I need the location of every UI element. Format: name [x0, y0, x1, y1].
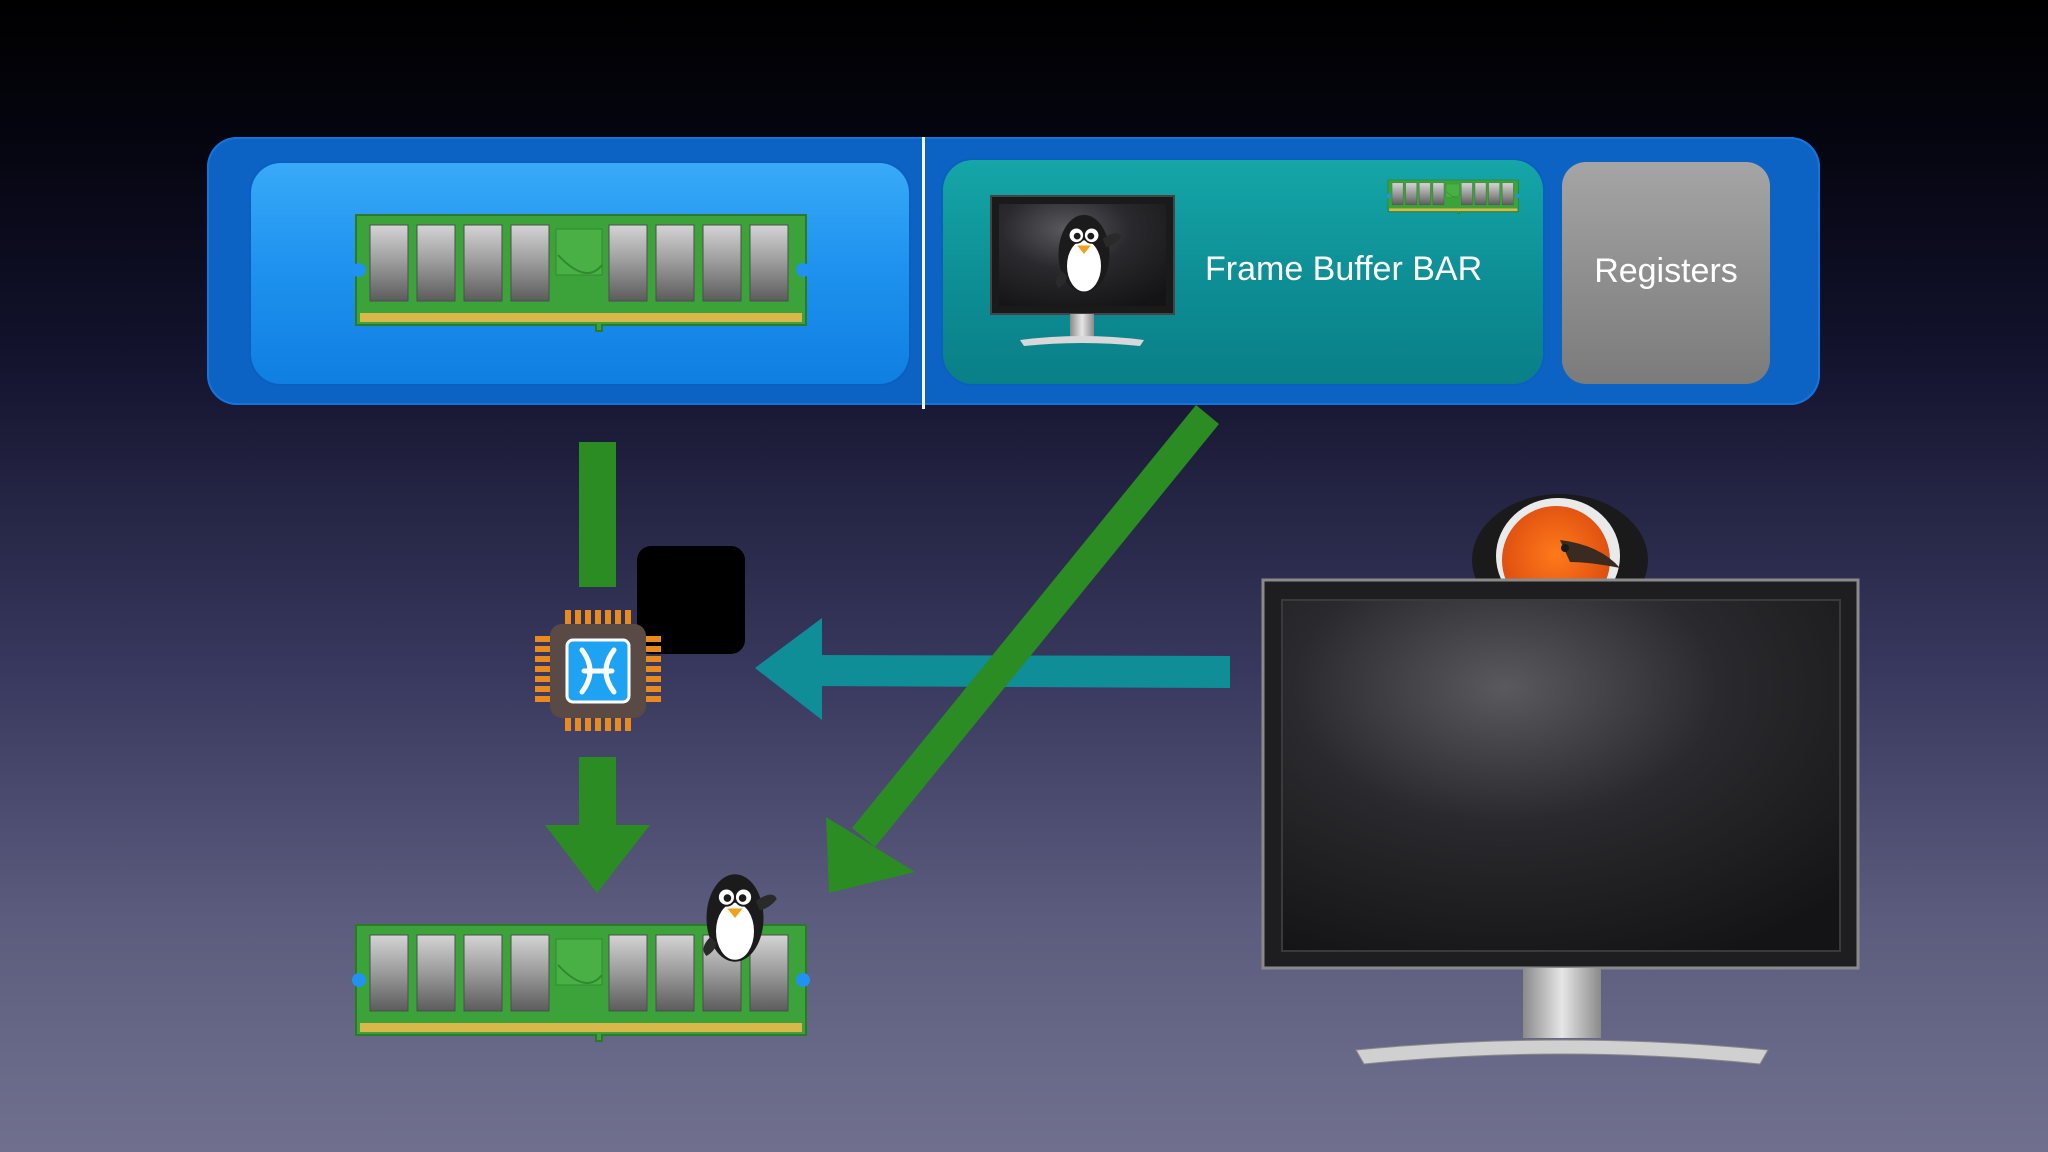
chip-icon	[535, 610, 661, 731]
ram-stick-icon	[351, 214, 811, 332]
monitor-icon	[1261, 578, 1860, 1065]
ram-stick-icon	[1386, 179, 1520, 214]
green-arrow-down	[545, 757, 650, 893]
registers-label: Registers	[1594, 252, 1738, 290]
panel-divider	[922, 137, 925, 409]
teal-arrow	[755, 618, 1230, 720]
green-arrow-stem	[579, 442, 616, 587]
frame-buffer-label: Frame Buffer BAR	[1205, 250, 1483, 288]
green-arrow-diagonal	[826, 405, 1219, 893]
registers-panel	[1562, 162, 1770, 384]
